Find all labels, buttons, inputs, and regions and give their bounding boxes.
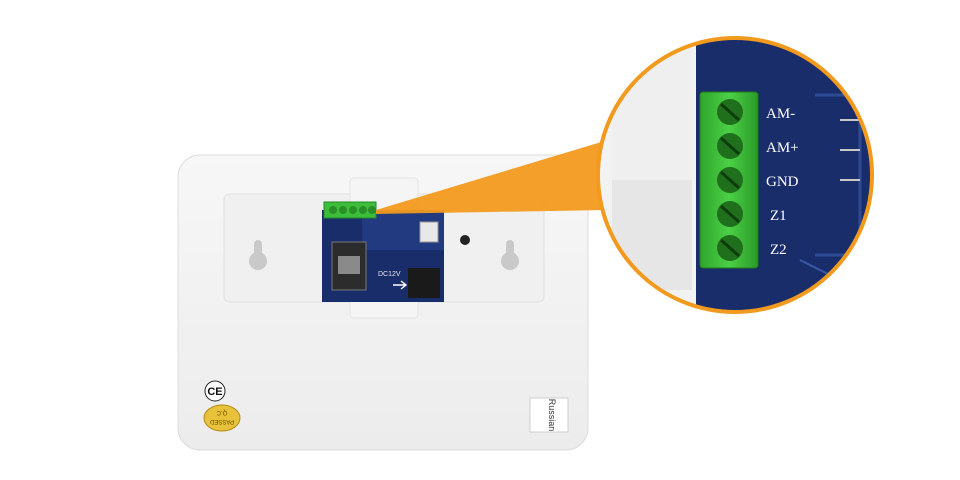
dc-label: DC12V <box>378 271 401 278</box>
terminal-label-z2: Z2 <box>770 242 787 258</box>
svg-text:Q.C: Q.C <box>216 409 227 415</box>
terminal-label-z1: Z1 <box>770 208 787 224</box>
terminal-label-am-plus: AM+ <box>766 140 799 156</box>
svg-text:Russian: Russian <box>547 399 557 432</box>
pcb-window <box>322 210 444 302</box>
ce-mark-icon: CE <box>204 380 226 402</box>
indicator-hole <box>460 235 470 245</box>
keyhole-mount-right <box>501 240 519 270</box>
device-terminal-block <box>323 201 377 219</box>
terminal-labels: AM- AM+ GND Z1 Z2 <box>766 106 799 258</box>
terminal-label-am-minus: AM- <box>766 106 795 122</box>
callout-wedge <box>376 140 608 214</box>
qc-passed-sticker: PASSED Q.C <box>203 404 241 432</box>
keyhole-mount-left <box>249 240 267 270</box>
zoom-callout: AM- AM+ GND Z1 Z2 <box>596 36 874 314</box>
svg-text:CE: CE <box>207 386 222 398</box>
terminal-label-gnd: GND <box>766 174 799 190</box>
svg-text:PASSED: PASSED <box>209 418 234 424</box>
arrow-right-icon <box>393 280 408 290</box>
zoom-ring <box>596 36 874 314</box>
dc-jack <box>408 268 440 298</box>
language-sticker: Russian <box>529 397 569 433</box>
screw-terminal-icon <box>717 99 743 261</box>
